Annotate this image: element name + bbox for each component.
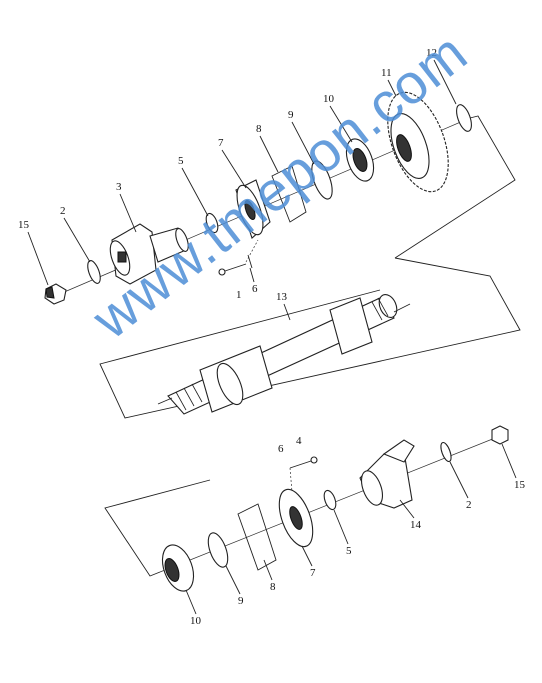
callout-13: 13 [276,291,288,303]
bearing-10-upper [345,138,375,182]
callout-14: 14 [410,519,422,531]
gasket-8-upper [271,165,307,223]
nut-15-upper [44,283,67,305]
callout-6-upper: 6 [252,283,258,295]
callout-5-upper: 5 [178,155,184,167]
callout-8-lower: 8 [270,581,276,593]
callout-labels: 15 2 3 5 7 8 9 10 11 12 1 6 13 6 4 15 2 … [18,47,526,627]
callout-5-lower: 5 [346,545,352,557]
bearing-10-lower [161,544,195,592]
seal-9-upper [311,160,333,200]
callout-7-lower: 7 [310,567,316,579]
callout-2-upper: 2 [60,205,66,217]
seal-9-lower [207,532,229,568]
callout-3: 3 [116,181,122,193]
callout-6-lower: 6 [278,443,284,455]
retainer-7-lower [278,488,314,548]
yoke-14 [359,439,415,509]
upper-assembly [44,91,516,305]
retainer-7-upper [235,179,271,239]
callout-12: 12 [426,47,437,59]
callout-15-lower: 15 [514,479,526,491]
bolt-1 [218,239,259,276]
oring-5-lower [323,489,337,511]
bolt-4 [289,456,318,493]
snapring-12 [456,104,472,132]
gasket-8-lower [237,503,277,571]
callout-2-lower: 2 [466,499,472,511]
callout-1: 1 [236,289,242,301]
nut-15-lower [491,425,509,445]
washer-2-lower [440,441,452,463]
callout-8-upper: 8 [256,123,262,135]
callout-15-upper: 15 [18,219,30,231]
callout-9-upper: 9 [288,109,294,121]
oring-5-upper [205,212,219,234]
callout-4: 4 [296,435,302,447]
yoke-3 [109,223,189,285]
gear-11 [387,91,449,193]
callout-10-upper: 10 [323,93,335,105]
callout-10-lower: 10 [190,615,202,627]
shaft-13 [99,257,521,419]
callout-11: 11 [381,67,392,79]
callout-7-upper: 7 [218,137,224,149]
washer-2-upper [87,260,101,284]
callout-9-lower: 9 [238,595,244,607]
lower-assembly [104,425,509,592]
